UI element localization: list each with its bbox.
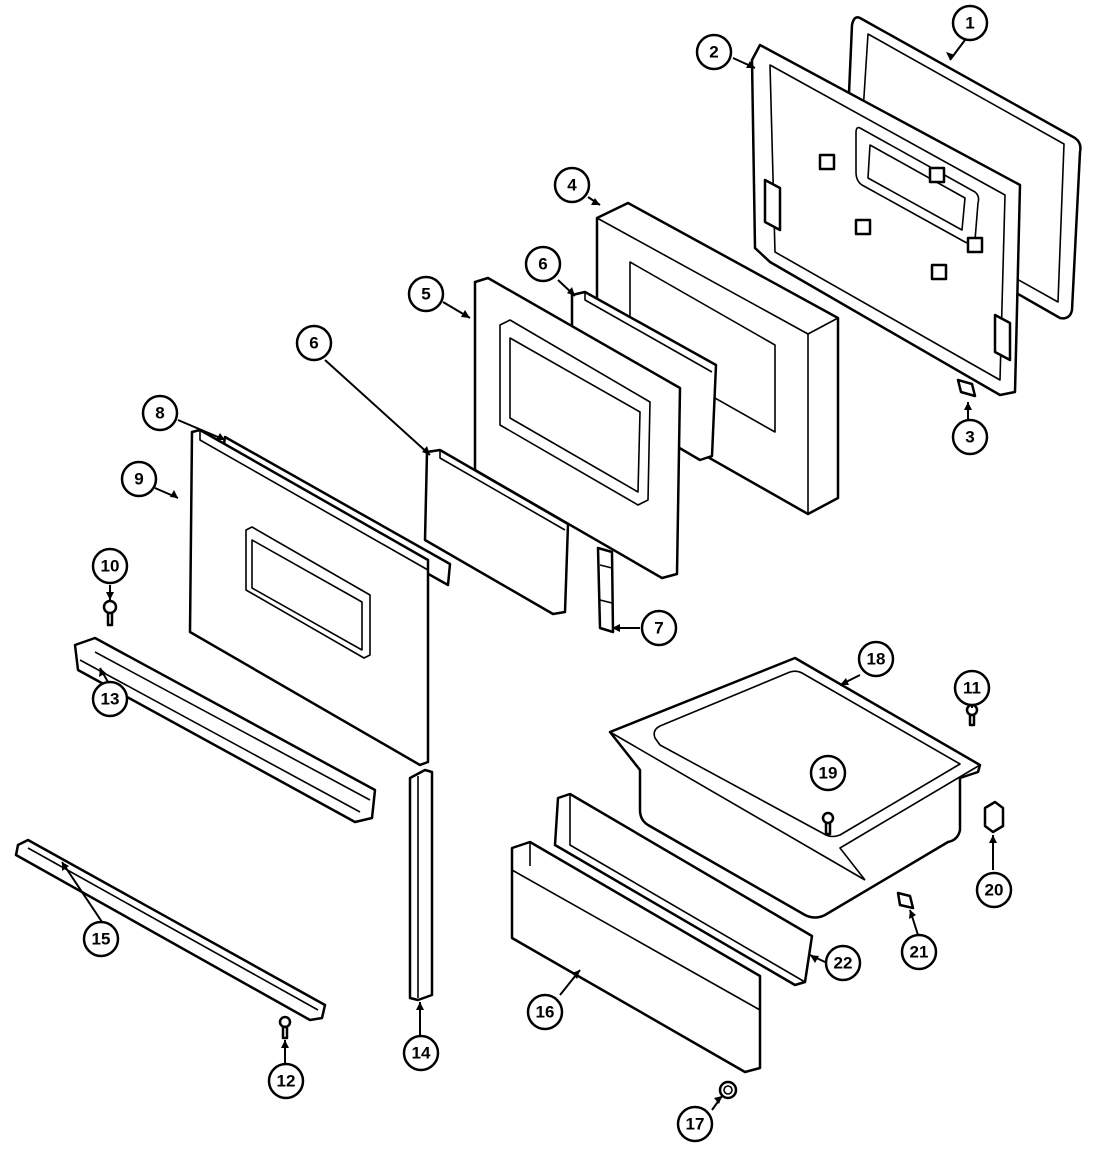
part-19-screw	[821, 811, 835, 836]
callout-20: 20	[975, 871, 1013, 909]
callout-21-circle	[900, 933, 938, 971]
callout-19-circle	[809, 754, 847, 792]
callout-5: 5	[407, 275, 445, 313]
callout-11: 11	[953, 669, 991, 707]
callout-8-label: 8	[155, 404, 164, 423]
part-7-hinge	[596, 546, 615, 634]
callout-20-label: 20	[985, 881, 1004, 900]
callout-17-label: 17	[686, 1115, 705, 1134]
callout-15-label: 15	[92, 930, 111, 949]
callout-14-label: 14	[412, 1044, 431, 1063]
callout-6-lower-circle	[295, 324, 333, 362]
callout-13: 13	[91, 680, 129, 718]
callout-6-lower: 6	[295, 324, 333, 362]
callout-12-label: 12	[277, 1072, 296, 1091]
part-6-lower-glass	[423, 448, 570, 616]
callout-16-label: 16	[536, 1003, 555, 1022]
callout-13-circle	[91, 680, 129, 718]
callout-16-circle	[526, 993, 564, 1031]
callout-10-label: 10	[101, 557, 120, 576]
callout-15-circle	[82, 920, 120, 958]
callout-21: 21	[900, 933, 938, 971]
callout-18-circle	[857, 640, 895, 678]
callout-11-label: 11	[963, 679, 981, 698]
callout-7-circle	[640, 609, 678, 647]
callout-3: 3	[951, 418, 989, 456]
callout-15: 15	[82, 920, 120, 958]
callout-2-circle	[695, 33, 733, 71]
part-3-clip	[956, 378, 977, 398]
part-18-drawer	[608, 656, 982, 919]
callout-6-upper-circle	[524, 245, 562, 283]
callout-8-circle	[141, 394, 179, 432]
callout-22: 22	[824, 944, 862, 982]
callout-5-circle	[407, 275, 445, 313]
callout-17-circle	[676, 1105, 714, 1143]
callout-9: 9	[120, 460, 158, 498]
part-22-drawer-strip	[553, 792, 814, 987]
callout-18-label: 18	[867, 650, 886, 669]
part-13-vent-trim	[73, 636, 377, 824]
callout-1-circle	[951, 4, 989, 42]
callout-14-circle	[402, 1034, 440, 1072]
callout-1: 1	[951, 4, 989, 42]
callout-16: 16	[526, 993, 564, 1031]
callout-14: 14	[402, 1034, 440, 1072]
callout-17: 17	[676, 1105, 714, 1143]
callout-13-label: 13	[101, 690, 120, 709]
callout-6-upper-label: 6	[538, 255, 547, 274]
part-2-inner-door-panel	[750, 43, 1022, 397]
callout-19-label: 19	[819, 764, 838, 783]
callout-5-label: 5	[421, 285, 430, 304]
callout-12-circle	[267, 1062, 305, 1100]
callout-4-label: 4	[567, 176, 577, 195]
callout-22-label: 22	[834, 954, 853, 973]
part-20-roller	[983, 800, 1005, 834]
callout-3-label: 3	[965, 428, 974, 447]
part-10-screw	[102, 599, 118, 627]
callout-6-lower-label: 6	[309, 334, 318, 353]
callout-6-upper: 6	[524, 245, 562, 283]
part-15-kick-trim	[14, 838, 327, 1022]
part-16-drawer-front	[510, 840, 762, 1074]
callout-2-label: 2	[709, 43, 718, 62]
callout-21-label: 21	[910, 943, 929, 962]
callout-3-circle	[951, 418, 989, 456]
callout-2: 2	[695, 33, 733, 71]
callout-7: 7	[640, 609, 678, 647]
callout-1-label: 1	[965, 14, 974, 33]
leader-arrowheads	[62, 52, 997, 1104]
callout-9-label: 9	[134, 470, 143, 489]
callout-12: 12	[267, 1062, 305, 1100]
callout-4: 4	[553, 166, 591, 204]
callout-19: 19	[809, 754, 847, 792]
callout-18: 18	[857, 640, 895, 678]
part-17-knob	[718, 1080, 738, 1100]
callout-7-label: 7	[654, 619, 663, 638]
callout-4-circle	[553, 166, 591, 204]
part-21-clip	[896, 891, 915, 910]
callout-10-circle	[91, 547, 129, 585]
callout-8: 8	[141, 394, 179, 432]
part-14-side-trim	[408, 768, 434, 1002]
callout-20-circle	[975, 871, 1013, 909]
callout-11-circle	[953, 669, 991, 707]
callout-9-circle	[120, 460, 158, 498]
callout-10: 10	[91, 547, 129, 585]
part-12-screw	[278, 1015, 292, 1040]
callout-22-circle	[824, 944, 862, 982]
